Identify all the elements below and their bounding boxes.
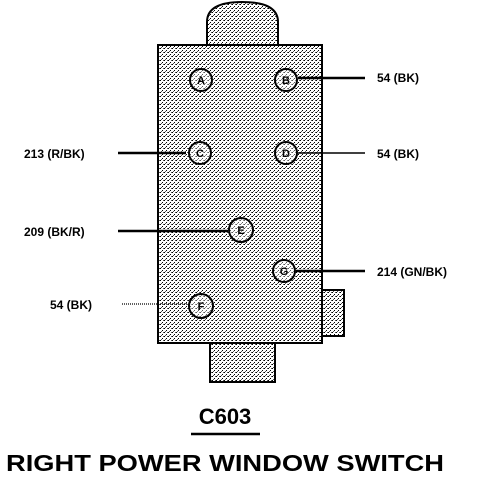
pin-g-circle	[272, 259, 296, 283]
pin-c-label: C	[196, 148, 204, 160]
connector-top-latch	[206, 0, 279, 47]
wire-label-d: 54 (BK)	[377, 147, 419, 161]
pin-f: F	[188, 293, 214, 319]
connector-body	[157, 0, 345, 383]
wires	[118, 76, 365, 305]
connector-bottom-tab	[209, 341, 276, 383]
pin-e-circle	[228, 217, 254, 243]
pin-b-label: B	[282, 75, 290, 87]
pin-a-circle	[189, 68, 213, 92]
wire-labels: 54 (BK) 213 (R/BK) 54 (BK) 209 (BK/R) 21…	[24, 71, 447, 312]
pin-c-circle	[188, 141, 212, 165]
connector-id: C603	[199, 404, 252, 429]
pin-b-circle	[274, 68, 298, 92]
pin-d-circle	[274, 141, 298, 165]
pin-g-label: G	[280, 266, 289, 278]
pin-g: G	[272, 259, 296, 283]
pin-d-label: D	[282, 148, 290, 160]
pin-d: D	[274, 141, 298, 165]
wire-label-b: 54 (BK)	[377, 71, 419, 85]
caption: RIGHT POWER WINDOW SWITCH	[6, 450, 444, 476]
pins: A B C D E G F	[188, 68, 298, 319]
wire-label-g: 214 (GN/BK)	[377, 265, 447, 279]
wire-label-e: 209 (BK/R)	[24, 225, 85, 239]
wire-label-c: 213 (R/BK)	[24, 147, 85, 161]
wire-label-f: 54 (BK)	[50, 298, 92, 312]
pin-f-label: F	[198, 301, 205, 313]
pin-c: C	[188, 141, 212, 165]
pin-a-label: A	[197, 75, 205, 87]
pin-e: E	[228, 217, 254, 243]
pin-b: B	[274, 68, 298, 92]
pin-e-label: E	[237, 225, 244, 237]
pin-f-circle	[188, 293, 214, 319]
connector-housing	[157, 44, 323, 344]
pin-a: A	[189, 68, 213, 92]
